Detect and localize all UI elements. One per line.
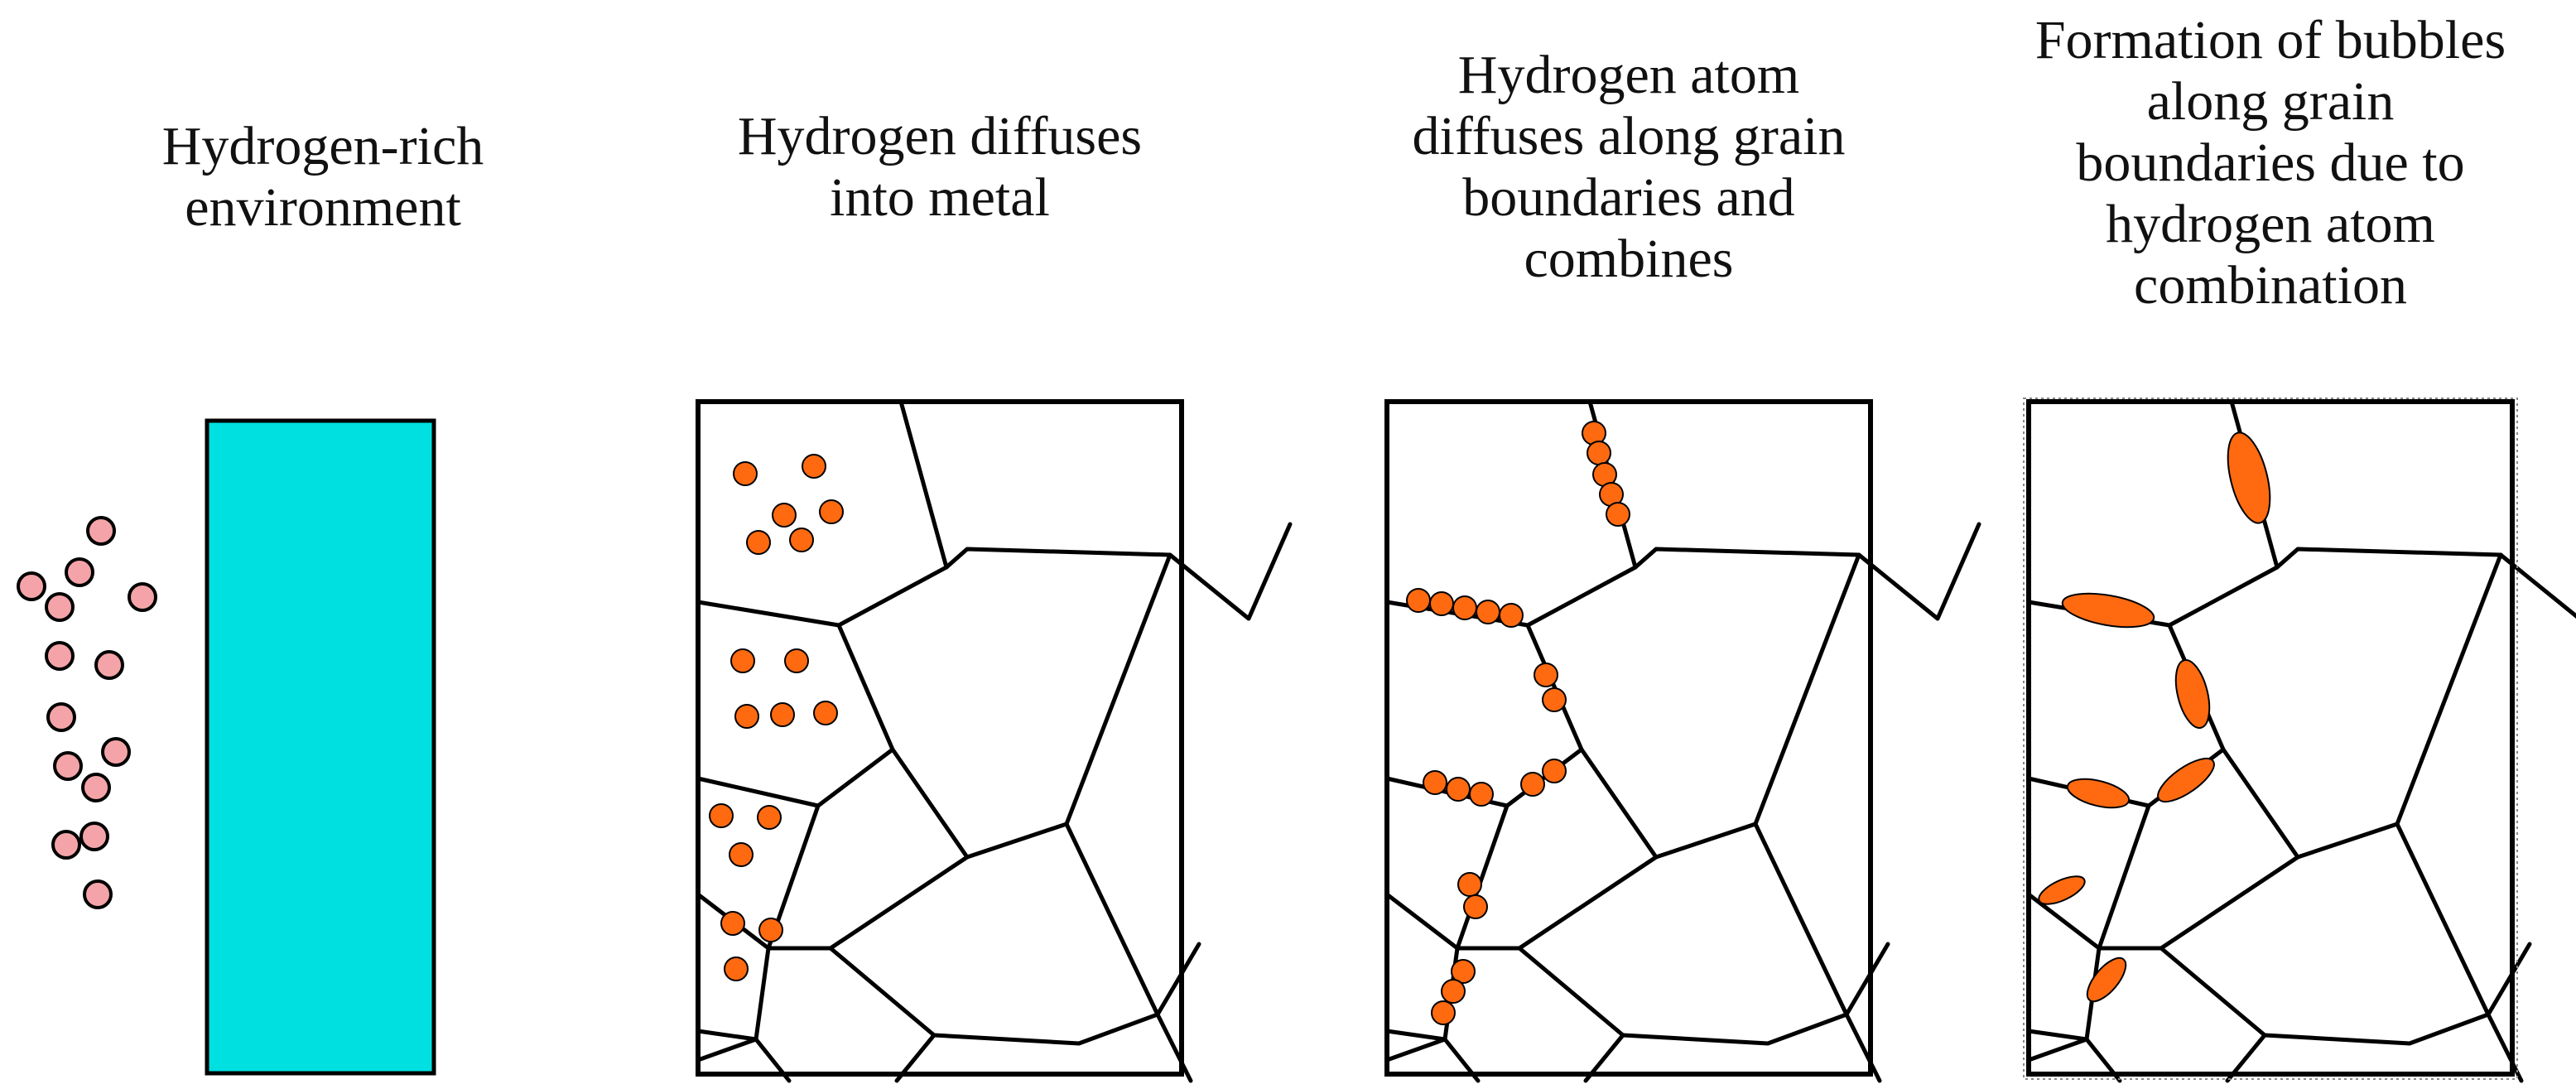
- hydrogen-atom: [758, 918, 783, 942]
- diffused-hydrogen-atoms: [709, 454, 844, 981]
- hydrogen-bubble: [2227, 431, 2271, 524]
- hydrogen-bubble: [2061, 592, 2155, 629]
- panel-hydrogen-diffuses-into-metal: [696, 399, 1290, 1081]
- hydrogen-atom: [1423, 770, 1447, 795]
- hydrogen-atoms: [17, 516, 157, 909]
- hydrogen-atom: [1476, 600, 1500, 624]
- hydrogen-atom: [802, 454, 826, 479]
- hydrogen-atom: [1587, 441, 1611, 465]
- hydrogen-atom: [101, 737, 131, 767]
- hydrogen-atom: [1406, 588, 1431, 613]
- hydrogen-atom: [1446, 777, 1471, 802]
- hydrogen-atom: [1499, 603, 1524, 628]
- hydrogen-atom: [94, 650, 124, 680]
- hydrogen-atom: [734, 704, 759, 729]
- hydrogen-atom: [1463, 894, 1488, 919]
- caption-line: boundaries and: [1462, 167, 1795, 228]
- caption-panel-4: Formation of bubbles along grain boundar…: [1981, 10, 2560, 316]
- hydrogen-atom: [1452, 595, 1477, 620]
- caption-panel-1: Hydrogen-rich environment: [33, 116, 613, 239]
- metal-block: [205, 418, 436, 1076]
- hydrogen-atom: [757, 805, 782, 830]
- dotted-border: [2023, 398, 2518, 1080]
- hydrogen-atom: [770, 702, 795, 727]
- hydrogen-atom: [1606, 502, 1630, 527]
- hydrogen-atom: [51, 830, 81, 860]
- hydrogen-bubble: [2038, 875, 2086, 905]
- panel-hydrogen-combines-at-boundaries: [1384, 399, 1979, 1081]
- hydrogen-atom: [1431, 1000, 1456, 1025]
- caption-line: into metal: [830, 167, 1050, 228]
- caption-line: boundaries due to: [2076, 133, 2465, 193]
- caption-panel-2: Hydrogen diffuses into metal: [650, 106, 1230, 229]
- hydrogen-atom: [813, 701, 838, 725]
- hydrogen-atom: [730, 648, 755, 673]
- hydrogen-atom: [79, 822, 109, 851]
- hydrogen-bubble: [2086, 956, 2127, 1003]
- hydrogen-atom: [1520, 772, 1545, 797]
- hydrogen-bubble: [2174, 659, 2211, 729]
- caption-line: Hydrogen atom: [1457, 45, 1800, 105]
- hydrogen-atom: [46, 702, 76, 732]
- hydrogen-bubble: [2066, 778, 2131, 809]
- hydrogen-atom: [1534, 663, 1558, 687]
- hydrogen-atom: [784, 648, 809, 673]
- metal-frame: [696, 399, 1184, 1077]
- hydrogen-atom: [65, 557, 94, 587]
- hydrogen-atom: [1542, 759, 1567, 783]
- hydrogen-bubbles: [2038, 431, 2271, 1003]
- hydrogen-atom: [45, 641, 75, 671]
- hydrogen-atom: [45, 592, 75, 622]
- hydrogen-atom: [746, 530, 771, 555]
- caption-line: combination: [2134, 255, 2407, 316]
- hydrogen-atom: [17, 571, 46, 601]
- panel-bubble-formation: [2023, 398, 2576, 1081]
- hydrogen-atom: [1469, 782, 1494, 807]
- hydrogen-atom: [1429, 591, 1454, 616]
- hydrogen-atom: [720, 911, 745, 936]
- caption-line: diffuses along grain: [1412, 106, 1846, 166]
- hydrogen-atom: [729, 842, 754, 867]
- hydrogen-atom: [1542, 687, 1567, 712]
- hydrogen-atom: [1451, 959, 1476, 984]
- metal-frame: [1384, 399, 1873, 1077]
- hydrogen-atom: [789, 528, 814, 552]
- hydrogen-atom: [53, 751, 83, 781]
- hydrogen-atom: [1441, 979, 1466, 1004]
- hydrogen-atom: [709, 803, 734, 828]
- panel-hydrogen-rich-environment: [17, 418, 436, 1076]
- hydrogen-atom: [83, 879, 113, 909]
- hydrogen-atom: [128, 582, 157, 612]
- hydrogen-atom: [1457, 872, 1482, 897]
- caption-line: combines: [1524, 229, 1734, 289]
- caption-line: environment: [185, 177, 461, 238]
- caption-line: hydrogen atom: [2106, 194, 2435, 254]
- caption-line: along grain: [2146, 71, 2395, 132]
- caption-line: Hydrogen-rich: [161, 116, 484, 176]
- metal-frame: [2026, 399, 2515, 1077]
- hydrogen-atom: [86, 516, 116, 546]
- hydrogen-bubble: [2157, 757, 2215, 803]
- hydrogen-atom: [819, 499, 844, 524]
- hydrogen-atom: [724, 956, 749, 981]
- boundary-hydrogen-atoms: [1406, 421, 1630, 1025]
- caption-panel-3: Hydrogen atom diffuses along grain bound…: [1339, 45, 1919, 290]
- caption-line: Hydrogen diffuses: [737, 106, 1143, 166]
- caption-line: Formation of bubbles: [2034, 10, 2506, 70]
- hydrogen-atom: [772, 503, 797, 528]
- hydrogen-atom: [733, 461, 758, 486]
- hydrogen-atom: [81, 773, 111, 802]
